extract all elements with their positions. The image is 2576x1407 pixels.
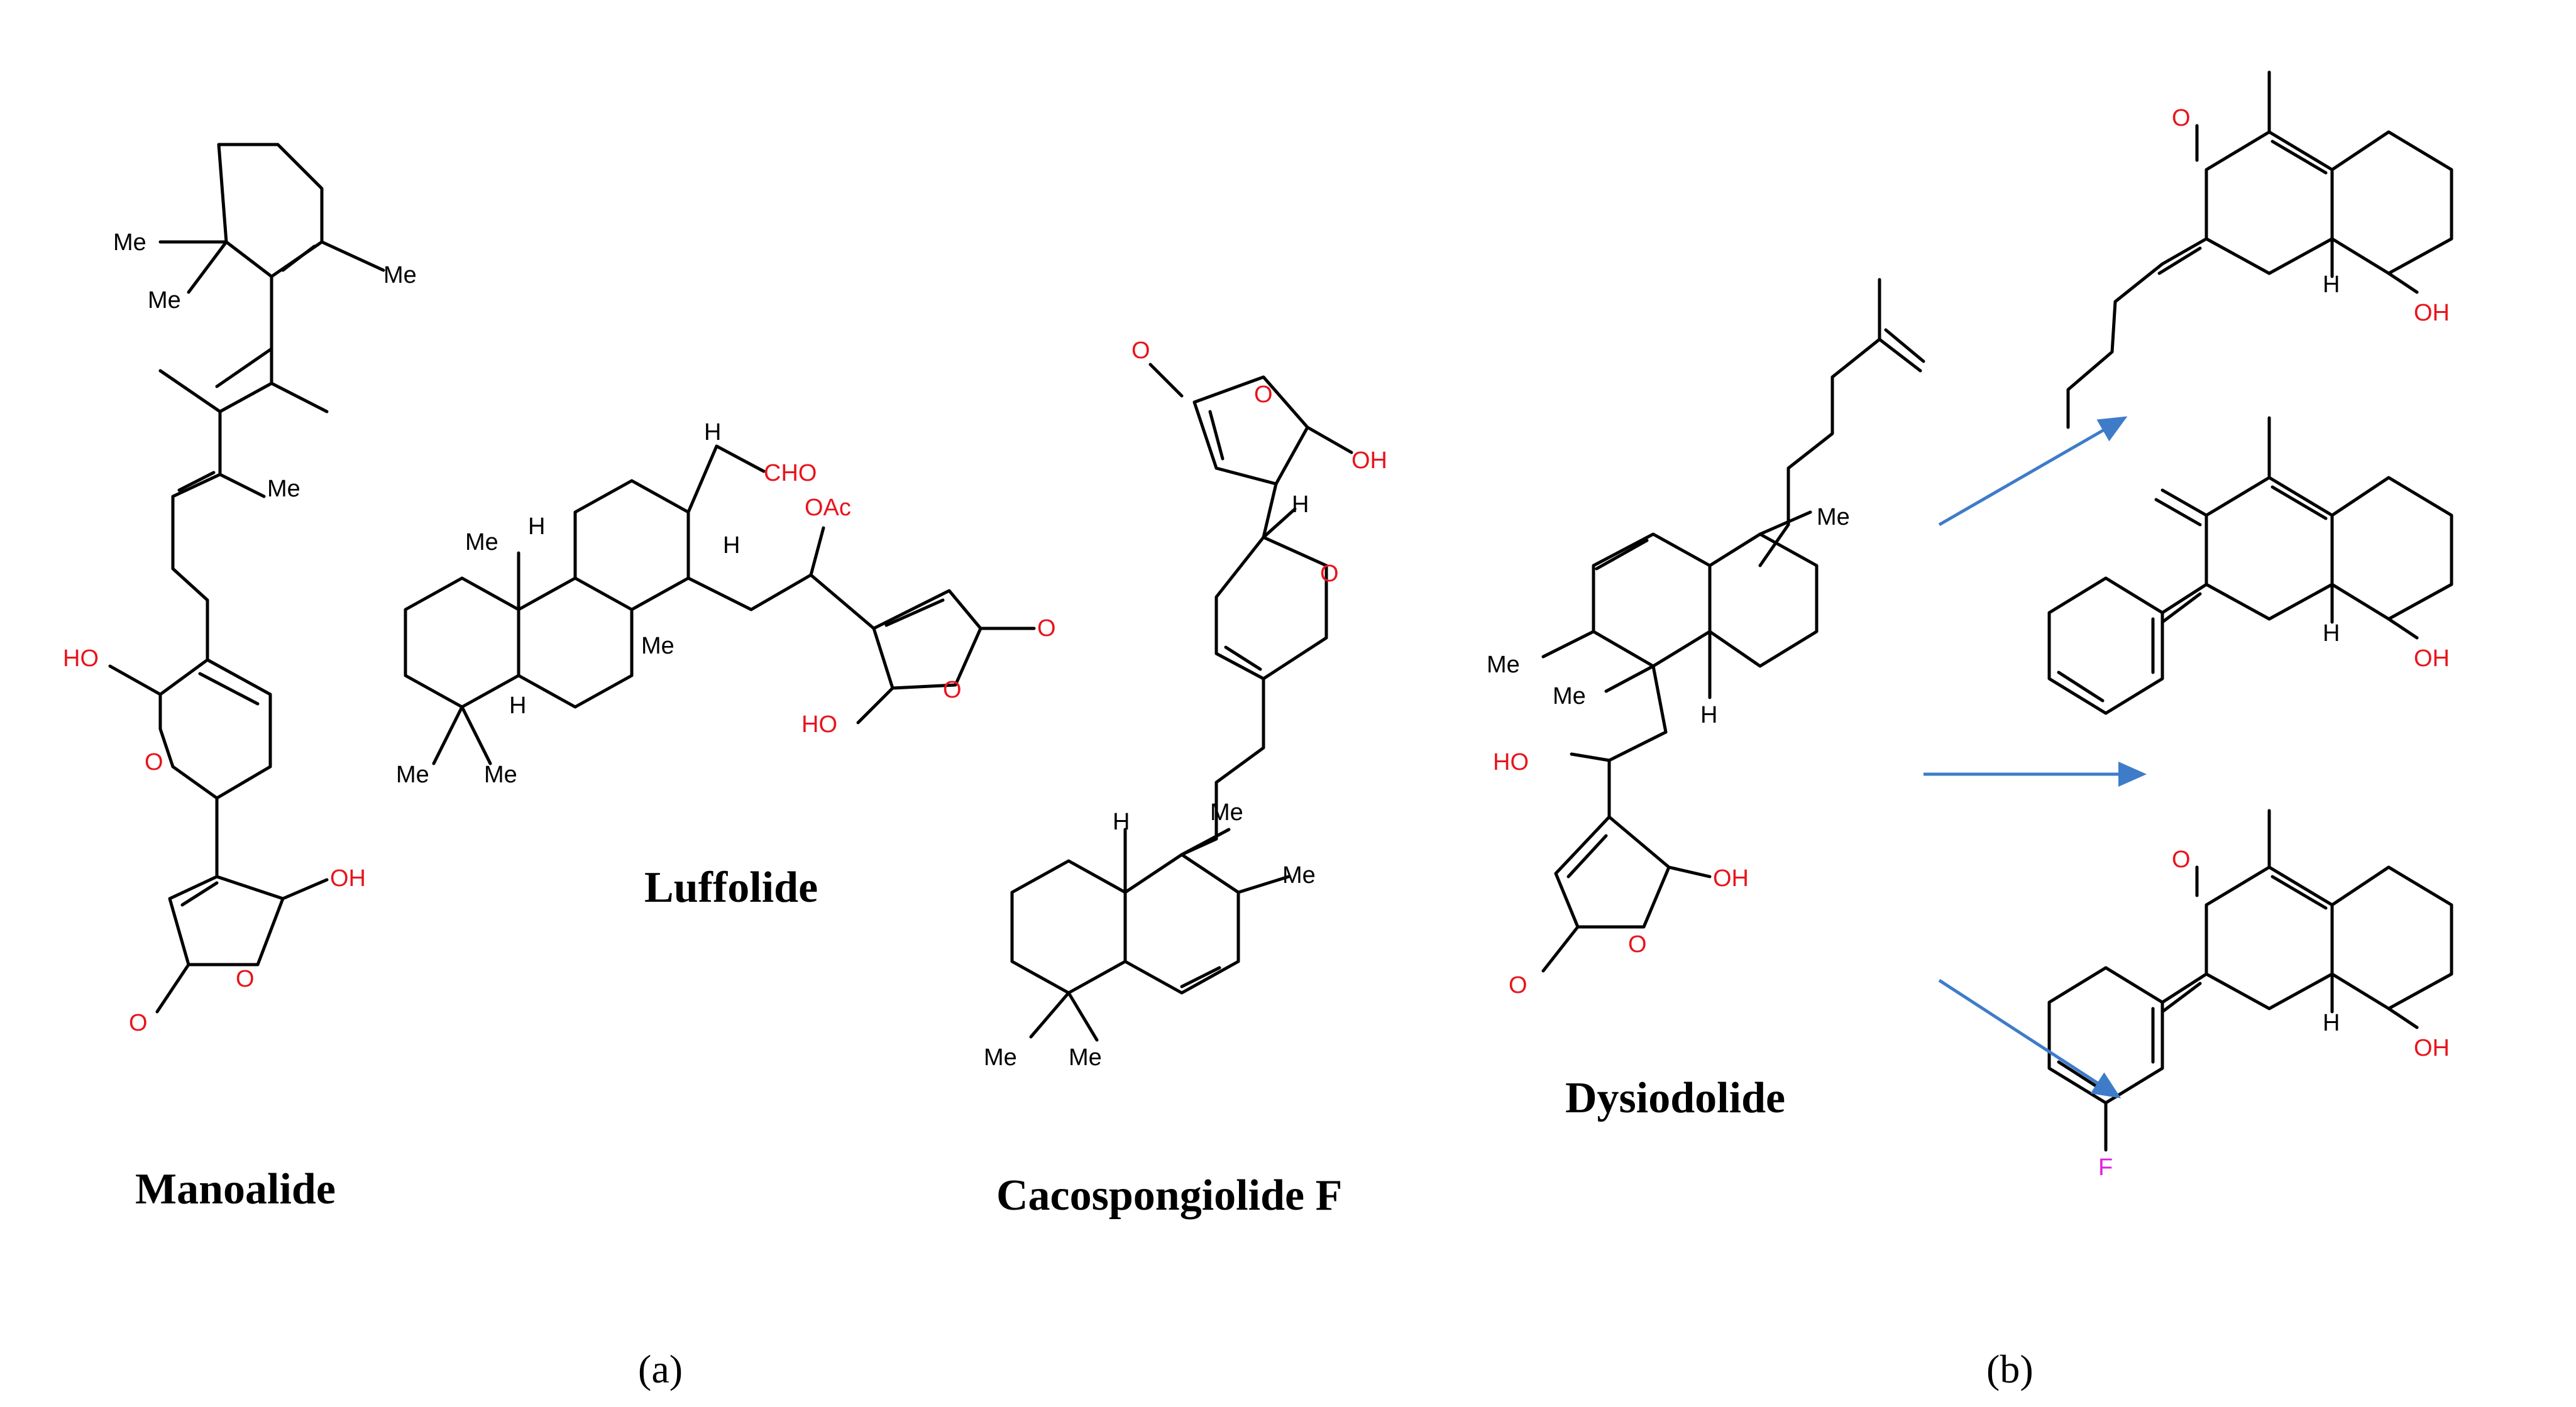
carbonyl-oxygen-label: O bbox=[1509, 972, 1527, 999]
luffolide-ring-b bbox=[517, 576, 634, 709]
analog-2-ring-a bbox=[2204, 476, 2334, 621]
analog-2-ring-b bbox=[2330, 476, 2453, 621]
analog-3-ring-b bbox=[2330, 865, 2453, 1010]
manoalide-butenolide-ring bbox=[168, 796, 285, 966]
hydrogen-label: H bbox=[1292, 491, 1309, 518]
methyl-label: Me bbox=[148, 287, 181, 314]
manoalide-cyclohexene-ring bbox=[217, 143, 324, 278]
cacospongiolide-ring-b bbox=[1123, 853, 1240, 995]
acetate-label: OAc bbox=[805, 495, 851, 521]
carbonyl-oxygen-label: O bbox=[1131, 337, 1150, 364]
luffolide-ring-c bbox=[573, 479, 690, 611]
ring-oxygen-label: O bbox=[145, 749, 163, 775]
panel-b-label: (b) bbox=[1986, 1347, 2034, 1391]
methyl-label: Me bbox=[267, 476, 300, 502]
hydroxyl-label: HO bbox=[1493, 749, 1529, 775]
ring-oxygen-label: O bbox=[1320, 561, 1339, 587]
carbonyl-oxygen-label: O bbox=[2172, 846, 2191, 873]
hydroxyl-label: OH bbox=[1351, 447, 1387, 474]
methyl-label: Me bbox=[465, 529, 498, 556]
hydrogen-label: H bbox=[1700, 702, 1717, 728]
methyl-label: Me bbox=[1487, 652, 1520, 678]
analog-3-fluorophenyl-ring bbox=[2047, 966, 2164, 1105]
hydroxyl-label: OH bbox=[2414, 645, 2450, 672]
luffolide-butenolide-ring bbox=[809, 573, 983, 690]
hydroxyl-label: OH bbox=[1713, 865, 1749, 892]
methyl-label: Me bbox=[1069, 1044, 1102, 1071]
fluorine-label: F bbox=[2098, 1154, 2113, 1181]
luffolide-structure: Me H H CHO H Me H Me Me OAc O O HO bbox=[396, 419, 1056, 788]
analog-3-ring-a bbox=[2204, 865, 2334, 1010]
cacospongiolide-butenolide-ring bbox=[1192, 375, 1309, 486]
arrow-to-analog-1 bbox=[1938, 416, 2128, 527]
cacospongiolide-side-chain bbox=[1180, 677, 1265, 857]
methyl-label: Me bbox=[113, 229, 146, 256]
analog-3-structure: O H OH F bbox=[2047, 809, 2453, 1181]
analog-1-structure: O H OH bbox=[2066, 70, 2453, 429]
hydroxyl-label: HO bbox=[801, 711, 837, 738]
manoalide-side-chain bbox=[158, 275, 329, 662]
compound-name-manoalide: Manoalide bbox=[135, 1165, 336, 1213]
methyl-label: Me bbox=[383, 262, 417, 288]
carbonyl-oxygen-label: O bbox=[2172, 105, 2191, 131]
dysiodolide-butenolide-ring bbox=[1554, 815, 1671, 929]
cacospongiolide-ring-a bbox=[1010, 859, 1127, 995]
luffolide-ring-a bbox=[404, 576, 520, 709]
dysiodolide-ring-b bbox=[1708, 532, 1819, 668]
ring-oxygen-label: O bbox=[943, 677, 962, 703]
methyl-label: Me bbox=[484, 762, 517, 788]
methyl-label: Me bbox=[641, 633, 674, 659]
dysiodolide-side-chain bbox=[1758, 278, 1922, 567]
compound-name-luffolide: Luffolide bbox=[644, 863, 818, 912]
hydroxyl-label: HO bbox=[63, 645, 99, 672]
hydrogen-label: H bbox=[1113, 809, 1130, 835]
analog-2-phenyl-ring bbox=[2047, 576, 2164, 715]
ring-oxygen-label: O bbox=[1254, 381, 1273, 408]
hydroxyl-label: OH bbox=[2414, 300, 2450, 326]
compound-name-cacospongiolide-f: Cacospongiolide F bbox=[996, 1171, 1342, 1220]
carbonyl-oxygen-label: O bbox=[129, 1010, 148, 1036]
hydrogen-label: H bbox=[704, 419, 721, 446]
methyl-label: Me bbox=[396, 762, 429, 788]
hydrogen-label: H bbox=[2323, 271, 2340, 298]
hydrogen-label: H bbox=[528, 513, 545, 540]
manoalide-dihydropyran-ring bbox=[158, 658, 272, 800]
panel-a-label: (a) bbox=[638, 1347, 683, 1391]
arrow-to-analog-3 bbox=[1938, 978, 2122, 1098]
cacospongiolide-f-structure: O O OH H O H Me Me Me Me bbox=[984, 337, 1387, 1071]
methyl-label: Me bbox=[984, 1044, 1017, 1071]
hydroxyl-label: OH bbox=[2414, 1035, 2450, 1061]
dysiodolide-ring-a bbox=[1592, 532, 1712, 668]
ring-oxygen-label: O bbox=[1628, 931, 1647, 958]
hydrogen-label: H bbox=[2323, 1010, 2340, 1036]
analog-1-ring-a bbox=[2204, 130, 2334, 275]
hydroxyl-label: OH bbox=[330, 865, 366, 892]
analog-1-ring-b bbox=[2330, 130, 2453, 275]
hydrogen-label: H bbox=[723, 532, 740, 559]
methyl-label: Me bbox=[1553, 683, 1586, 709]
dysiodolide-structure: Me Me Me H HO OH O O bbox=[1487, 278, 1925, 999]
methyl-label: Me bbox=[1817, 504, 1850, 530]
methyl-label: Me bbox=[1210, 799, 1243, 826]
methyl-label: Me bbox=[1282, 862, 1316, 889]
hydrogen-label: H bbox=[2323, 620, 2340, 647]
ring-oxygen-label: O bbox=[236, 966, 255, 992]
hydrogen-label: H bbox=[509, 693, 526, 719]
manoalide-structure: Me Me Me Me HO O O OH O bbox=[63, 143, 417, 1036]
aldehyde-label: CHO bbox=[764, 460, 817, 486]
cacospongiolide-dihydropyran-ring bbox=[1214, 535, 1328, 681]
compound-name-dysiodolide: Dysiodolide bbox=[1565, 1074, 1785, 1122]
carbonyl-oxygen-label: O bbox=[1037, 615, 1056, 642]
analog-2-structure: H OH bbox=[2047, 416, 2453, 715]
